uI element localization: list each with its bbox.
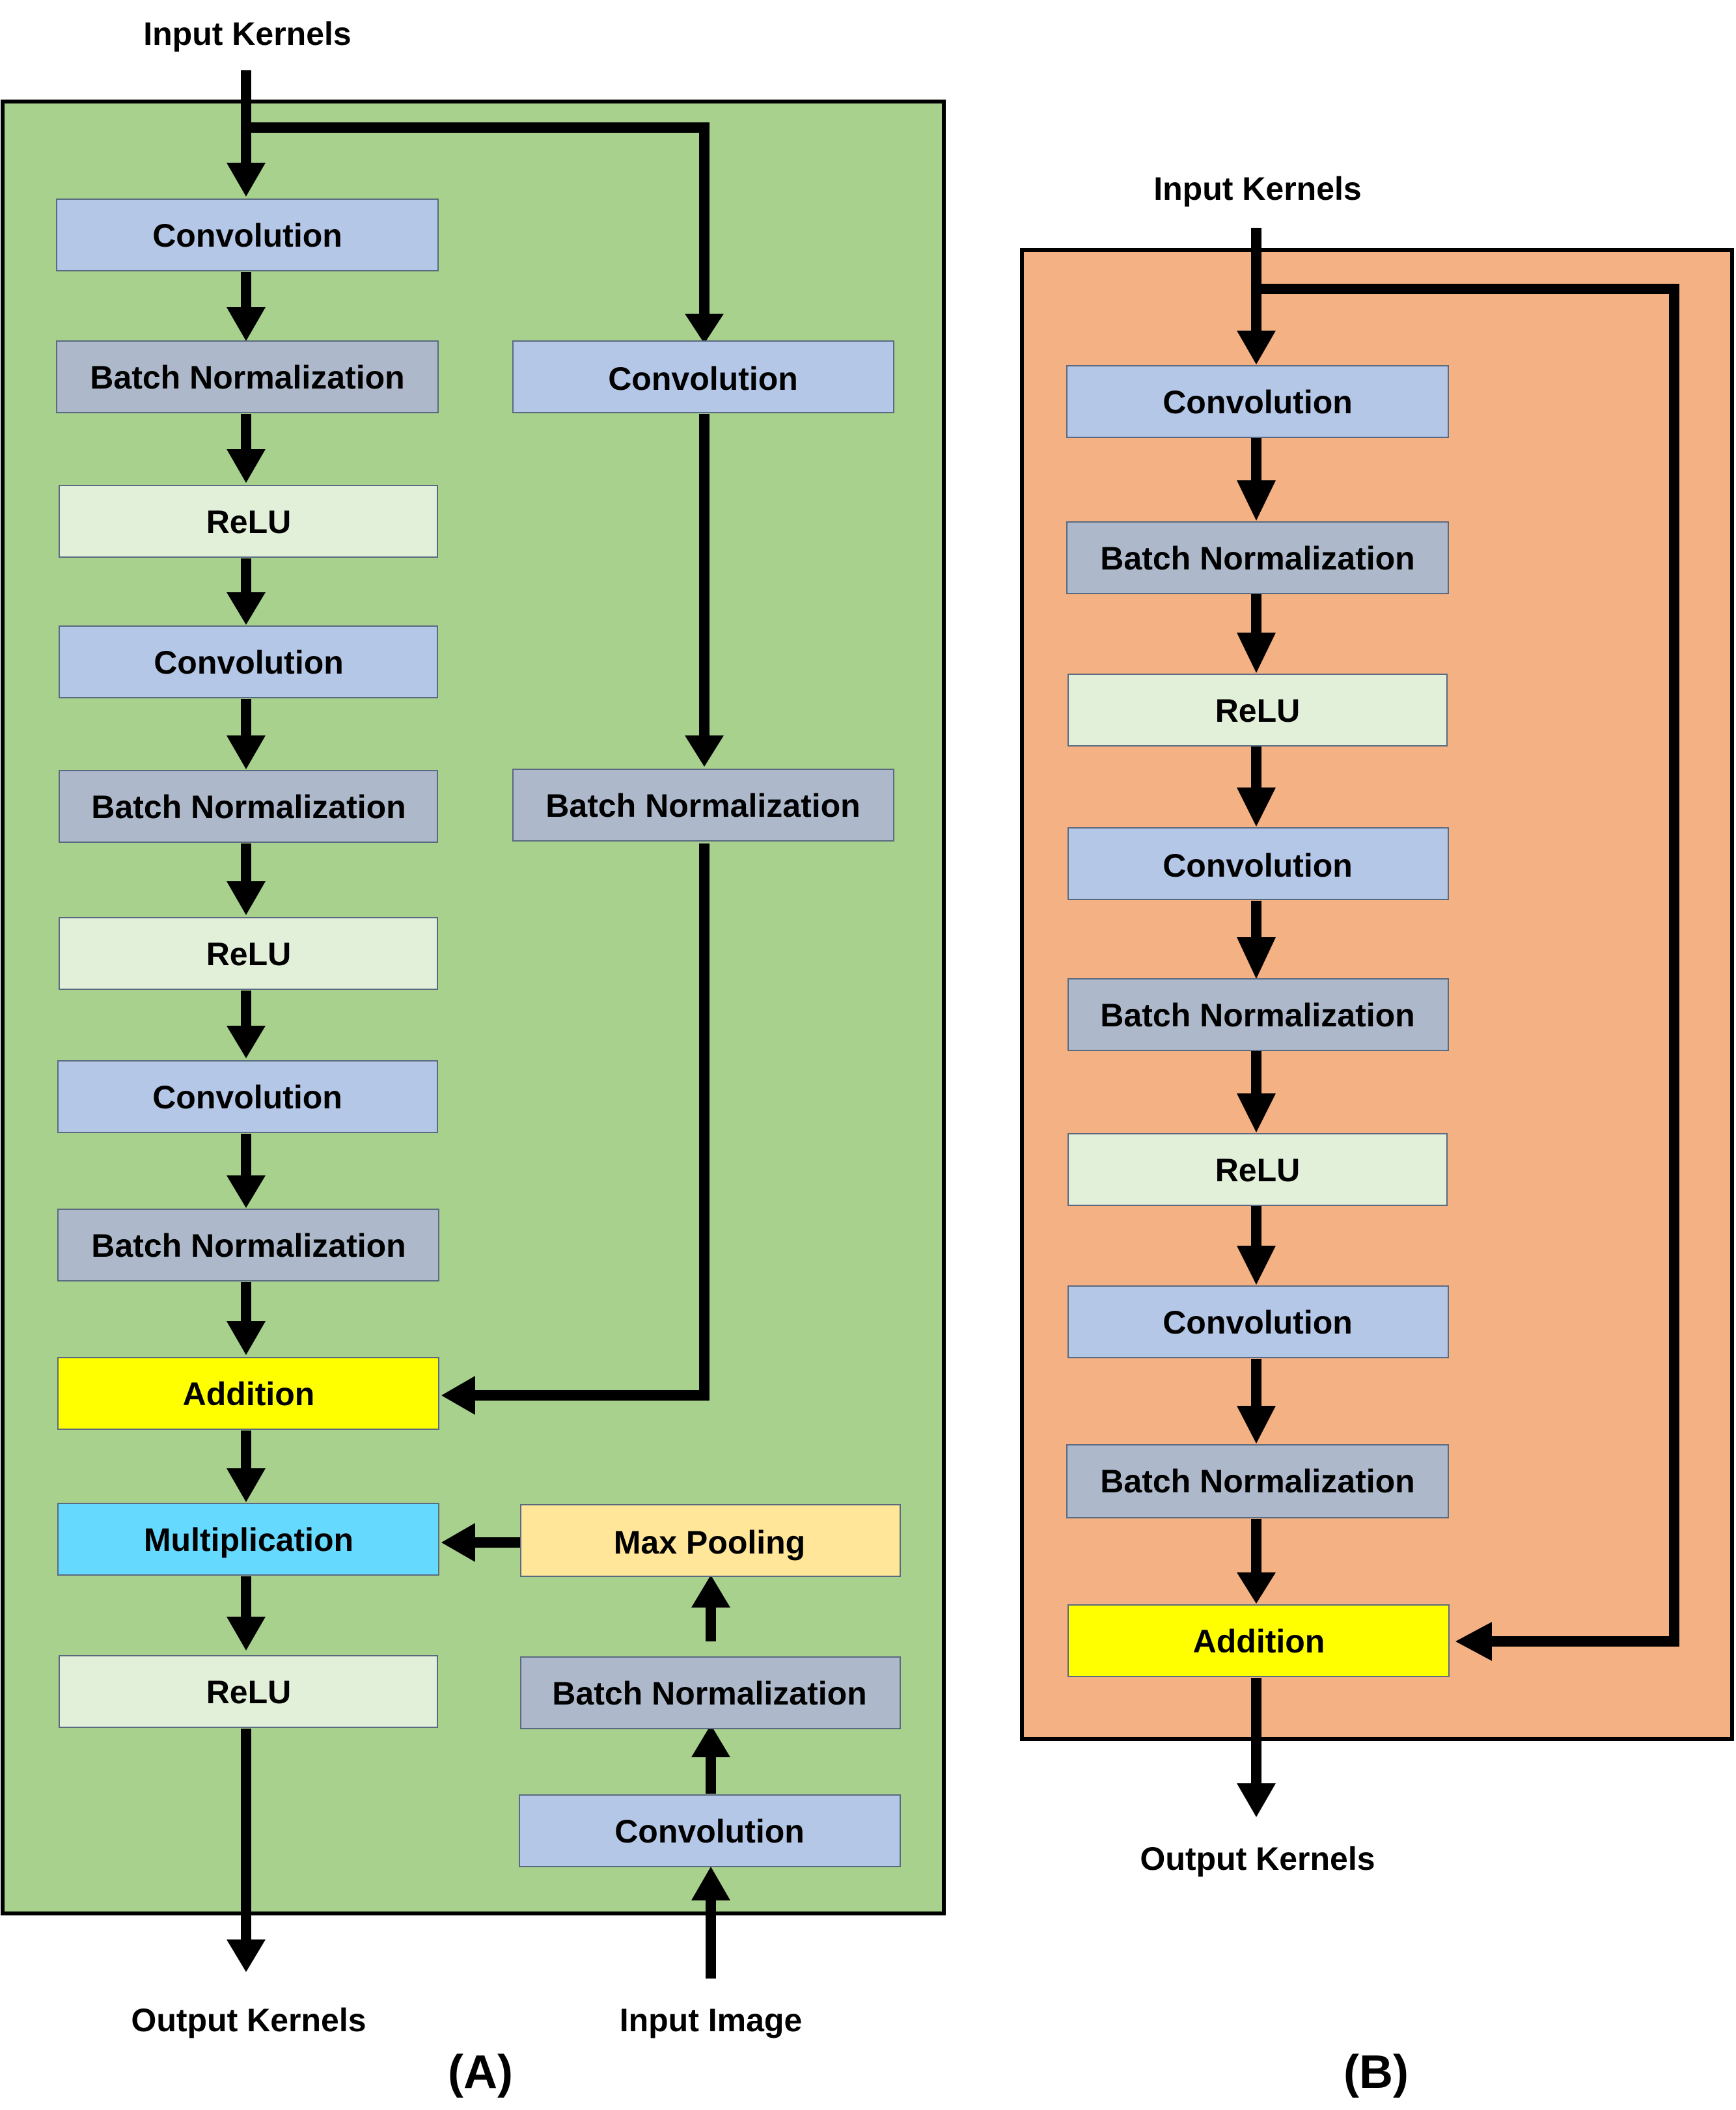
panel-a-image-path: Convolution Batch Normalization Max Pool… [519, 1504, 901, 1867]
node-batch-normalization: Batch Normalization [512, 769, 894, 842]
arrowhead [227, 881, 266, 915]
node-convolution: Convolution [519, 1794, 901, 1867]
node-batch-normalization: Batch Normalization [1066, 1444, 1449, 1518]
panel-b-arrowheads [1237, 331, 1492, 1817]
node-batch-normalization: Batch Normalization [520, 1656, 901, 1729]
node-addition: Addition [57, 1357, 439, 1430]
node-convolution: Convolution [59, 625, 438, 698]
arrowhead [1237, 480, 1276, 521]
arrowhead [1237, 937, 1276, 979]
panel-b-caption: (B) [1343, 2046, 1409, 2098]
arrowhead [227, 1617, 266, 1651]
arrowhead [227, 592, 266, 625]
arrowhead [227, 449, 266, 483]
panel-a-shortcut-path: Convolution Batch Normalization [512, 340, 894, 842]
svg-text:Convolution: Convolution [1163, 847, 1353, 884]
arrowhead [1237, 788, 1276, 827]
node-convolution: Convolution [1068, 1285, 1449, 1358]
arrowhead [1237, 1783, 1276, 1817]
wire-b-skip [1256, 284, 1679, 1647]
arrowhead [1237, 1246, 1276, 1285]
panel-b-connectors [1251, 228, 1679, 1783]
panel-a-input-label: Input Kernels [143, 16, 351, 52]
arrowhead [1237, 1093, 1276, 1132]
svg-text:ReLU: ReLU [1215, 1152, 1301, 1188]
arrowhead [227, 163, 266, 197]
node-batch-normalization: Batch Normalization [56, 340, 439, 413]
panel-a-caption: (A) [448, 2046, 513, 2098]
panel-b-main-path: Convolution Batch Normalization ReLU Con… [1066, 365, 1450, 1677]
node-relu: ReLU [59, 1655, 438, 1728]
svg-text:Addition: Addition [1193, 1623, 1325, 1660]
panel-a-arrowheads [227, 163, 730, 1972]
arrowhead [1237, 1406, 1276, 1444]
svg-text:Batch Normalization: Batch Normalization [545, 788, 860, 824]
arrowhead [1237, 331, 1276, 364]
svg-text:Batch Normalization: Batch Normalization [1100, 997, 1414, 1034]
arrowhead [227, 1939, 266, 1972]
arrowhead [227, 1321, 266, 1355]
svg-text:Convolution: Convolution [152, 217, 342, 254]
arrowhead [691, 1725, 730, 1757]
node-batch-normalization: Batch Normalization [59, 770, 438, 843]
panel-a-output-label: Output Kernels [131, 2002, 366, 2038]
svg-text:Addition: Addition [183, 1376, 315, 1412]
panel-b-output-label: Output Kernels [1140, 1841, 1375, 1877]
arrowhead [227, 1175, 266, 1208]
wire-shortcut-to-addition [475, 843, 710, 1401]
svg-text:ReLU: ReLU [1215, 692, 1301, 729]
arrowhead [685, 735, 724, 767]
svg-text:Multiplication: Multiplication [144, 1522, 353, 1558]
arrowhead [685, 314, 724, 344]
svg-text:Convolution: Convolution [608, 361, 798, 397]
node-convolution: Convolution [57, 1060, 438, 1133]
node-multiplication: Multiplication [57, 1503, 439, 1576]
node-relu: ReLU [59, 917, 438, 990]
node-relu: ReLU [59, 485, 438, 558]
node-max-pooling: Max Pooling [520, 1504, 901, 1577]
svg-text:Batch Normalization: Batch Normalization [1100, 1463, 1414, 1500]
wire-shortcut-branch [246, 122, 710, 314]
svg-text:ReLU: ReLU [206, 504, 292, 540]
arrowhead [227, 1026, 266, 1058]
arrowhead [691, 1575, 730, 1608]
svg-text:Batch Normalization: Batch Normalization [91, 1227, 406, 1264]
svg-text:Convolution: Convolution [152, 1079, 342, 1116]
arrowhead [1237, 1572, 1276, 1604]
node-batch-normalization: Batch Normalization [1068, 978, 1449, 1051]
svg-text:ReLU: ReLU [206, 1674, 292, 1710]
svg-text:ReLU: ReLU [206, 936, 292, 972]
arrowhead [227, 307, 266, 341]
svg-text:Batch Normalization: Batch Normalization [552, 1675, 866, 1712]
svg-text:Batch Normalization: Batch Normalization [1100, 540, 1414, 577]
svg-text:Convolution: Convolution [1163, 384, 1353, 420]
arrowhead [1237, 633, 1276, 673]
svg-text:Convolution: Convolution [154, 644, 344, 681]
svg-text:Convolution: Convolution [614, 1813, 805, 1850]
node-batch-normalization: Batch Normalization [57, 1209, 439, 1281]
node-convolution: Convolution [1066, 365, 1449, 438]
arrowhead [227, 735, 266, 769]
node-batch-normalization: Batch Normalization [1066, 521, 1449, 594]
arrowhead [441, 1523, 475, 1562]
svg-text:Max Pooling: Max Pooling [614, 1524, 805, 1561]
panel-a-main-path: Convolution Batch Normalization ReLU Con… [56, 199, 439, 1728]
node-convolution: Convolution [1068, 827, 1449, 900]
node-relu: ReLU [1068, 674, 1448, 747]
node-addition: Addition [1068, 1604, 1450, 1677]
node-convolution: Convolution [512, 340, 894, 413]
svg-text:Batch Normalization: Batch Normalization [91, 789, 406, 825]
arrowhead [441, 1376, 475, 1415]
panel-b-input-label: Input Kernels [1153, 171, 1361, 207]
arrowhead [691, 1867, 730, 1900]
arrowhead [1455, 1622, 1492, 1661]
panel-a-image-label: Input Image [620, 2002, 803, 2038]
svg-text:Convolution: Convolution [1163, 1304, 1353, 1341]
svg-text:Batch Normalization: Batch Normalization [90, 359, 404, 396]
panel-a-connectors [241, 70, 716, 1979]
node-relu: ReLU [1068, 1133, 1448, 1206]
node-convolution: Convolution [56, 199, 439, 271]
arrowhead [227, 1468, 266, 1502]
